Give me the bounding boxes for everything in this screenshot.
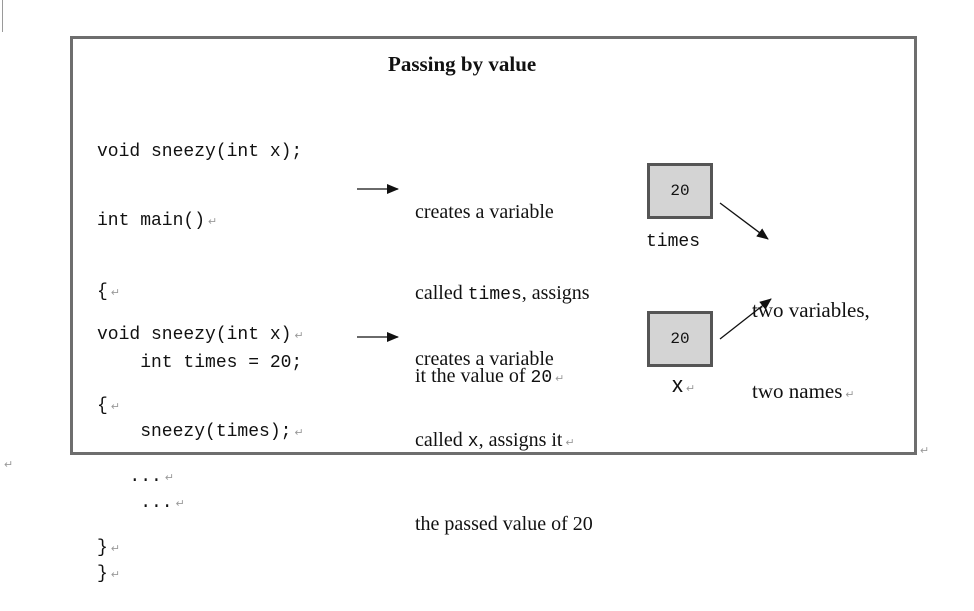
result-line: two variables, [752, 298, 870, 322]
description-line: called x, assigns it↵ [415, 429, 575, 452]
arrows-layer [357, 184, 772, 342]
paragraph-mark-icon: ↵ [164, 473, 175, 485]
variable-box-x: 20 [647, 311, 713, 367]
code-line: void sneezy(int x)↵ [97, 325, 304, 345]
description-line: creates a variable [415, 348, 554, 370]
diagram-frame [70, 36, 917, 455]
arrow-times-to-names [719, 202, 769, 240]
code-line: {↵ [97, 396, 121, 416]
description-line: creates a variable [415, 201, 554, 223]
paragraph-mark-icon: ↵ [565, 437, 575, 449]
paragraph-mark-icon: ↵ [686, 383, 696, 395]
result-text: two variables, two names↵ [752, 243, 870, 436]
code-line: {↵ [97, 282, 121, 302]
diagram-title: Passing by value [388, 52, 537, 76]
variable-label-times: times [646, 232, 701, 252]
paragraph-mark-icon: ↵ [555, 373, 565, 385]
code-line: int main()↵ [97, 211, 218, 231]
paragraph-mark-icon: ↵ [845, 389, 855, 401]
paragraph-mark-icon: ↵ [110, 402, 121, 414]
paragraph-mark-icon: ↵ [110, 288, 121, 300]
description-line: the passed value of 20 [415, 513, 593, 535]
code-line: ...↵ [97, 467, 175, 487]
arrow-x-to-names [719, 298, 772, 340]
paragraph-mark-icon: ↵ [294, 331, 304, 343]
code-line: void sneezy(int x); [97, 142, 303, 162]
paragraph-mark-icon: ↵ [208, 217, 218, 229]
code-line: int times = 20; [97, 353, 303, 373]
text-cursor-line [2, 0, 3, 32]
result-line: two names↵ [752, 379, 855, 403]
code-line: sneezy(times);↵ [97, 422, 304, 442]
variable-label-x: x↵ [672, 372, 696, 397]
description-times: creates a variable called times, assigns… [415, 145, 590, 420]
code-line: }↵ [97, 538, 121, 558]
paragraph-mark-icon: ↵ [4, 459, 14, 471]
paragraph-mark-icon: ↵ [294, 428, 304, 440]
description-line: called times, assigns [415, 282, 590, 305]
description-line: it the value of 20↵ [415, 365, 565, 388]
paragraph-mark-icon: ↵ [110, 544, 121, 556]
paragraph-mark-icon: ↵ [920, 445, 930, 457]
code-block-main: void sneezy(int x); int main()↵ {↵ int t… [97, 95, 304, 611]
variable-box-times: 20 [647, 163, 713, 219]
